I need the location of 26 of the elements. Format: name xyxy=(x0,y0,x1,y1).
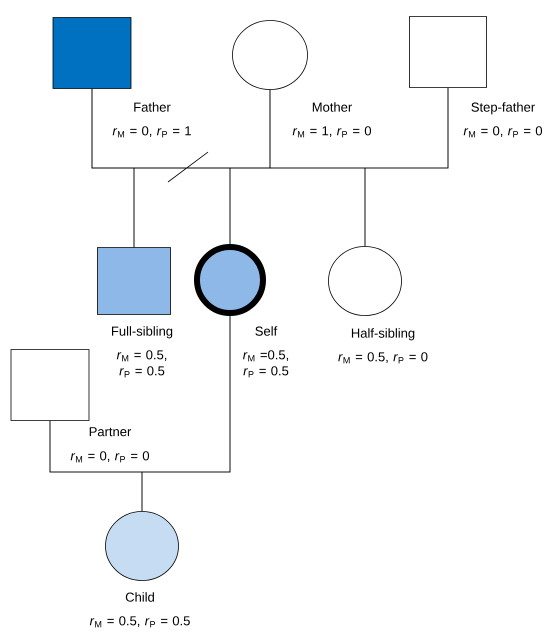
relatedness-formula: r$_{M}$ = 0, r$_{P}$ = 0 xyxy=(70,451,150,462)
square-symbol xyxy=(97,247,171,315)
relative-label: Self xyxy=(255,326,278,336)
relatedness-formula: r$_{M}$ = 0.5, r$_{P}$ = 0 xyxy=(338,352,428,364)
circle-symbol xyxy=(105,511,179,581)
relatedness-formula: r$_{M}$ = 0, r$_{P}$ = 0 xyxy=(464,126,542,138)
pedigree-line xyxy=(142,316,230,512)
relative-label: Child xyxy=(126,592,154,602)
square-symbol xyxy=(409,16,487,88)
circle-symbol xyxy=(328,246,402,316)
square-symbol xyxy=(52,17,132,89)
relatedness-formula: r$_{M}$ = 0.5, r$_{P}$ = 0.5 xyxy=(90,616,190,628)
circle-symbol xyxy=(232,20,308,90)
relative-label: Mother xyxy=(312,102,352,112)
relatedness-formula: r$_{M}$ = 0, r$_{P}$ = 1 xyxy=(112,126,191,138)
relative-label: Step-father xyxy=(471,102,535,114)
relatedness-formula: r$_{M}$ = 0.5, r$_{P}$ = 0.5 xyxy=(116,350,166,378)
relative-label: Father xyxy=(134,102,171,112)
relatedness-formula: r$_{M}$ =0.5, r$_{P}$ = 0.5 xyxy=(243,350,288,378)
relative-label: Half-sibling xyxy=(352,328,414,340)
relatedness-formula: r$_{M}$ = 1, r$_{P}$ = 0 xyxy=(292,126,372,138)
square-symbol xyxy=(10,349,90,421)
relative-label: Partner xyxy=(90,427,132,436)
pedigree-line xyxy=(364,88,448,246)
circle-symbol xyxy=(194,244,266,316)
relative-label: Full-sibling xyxy=(112,326,172,338)
